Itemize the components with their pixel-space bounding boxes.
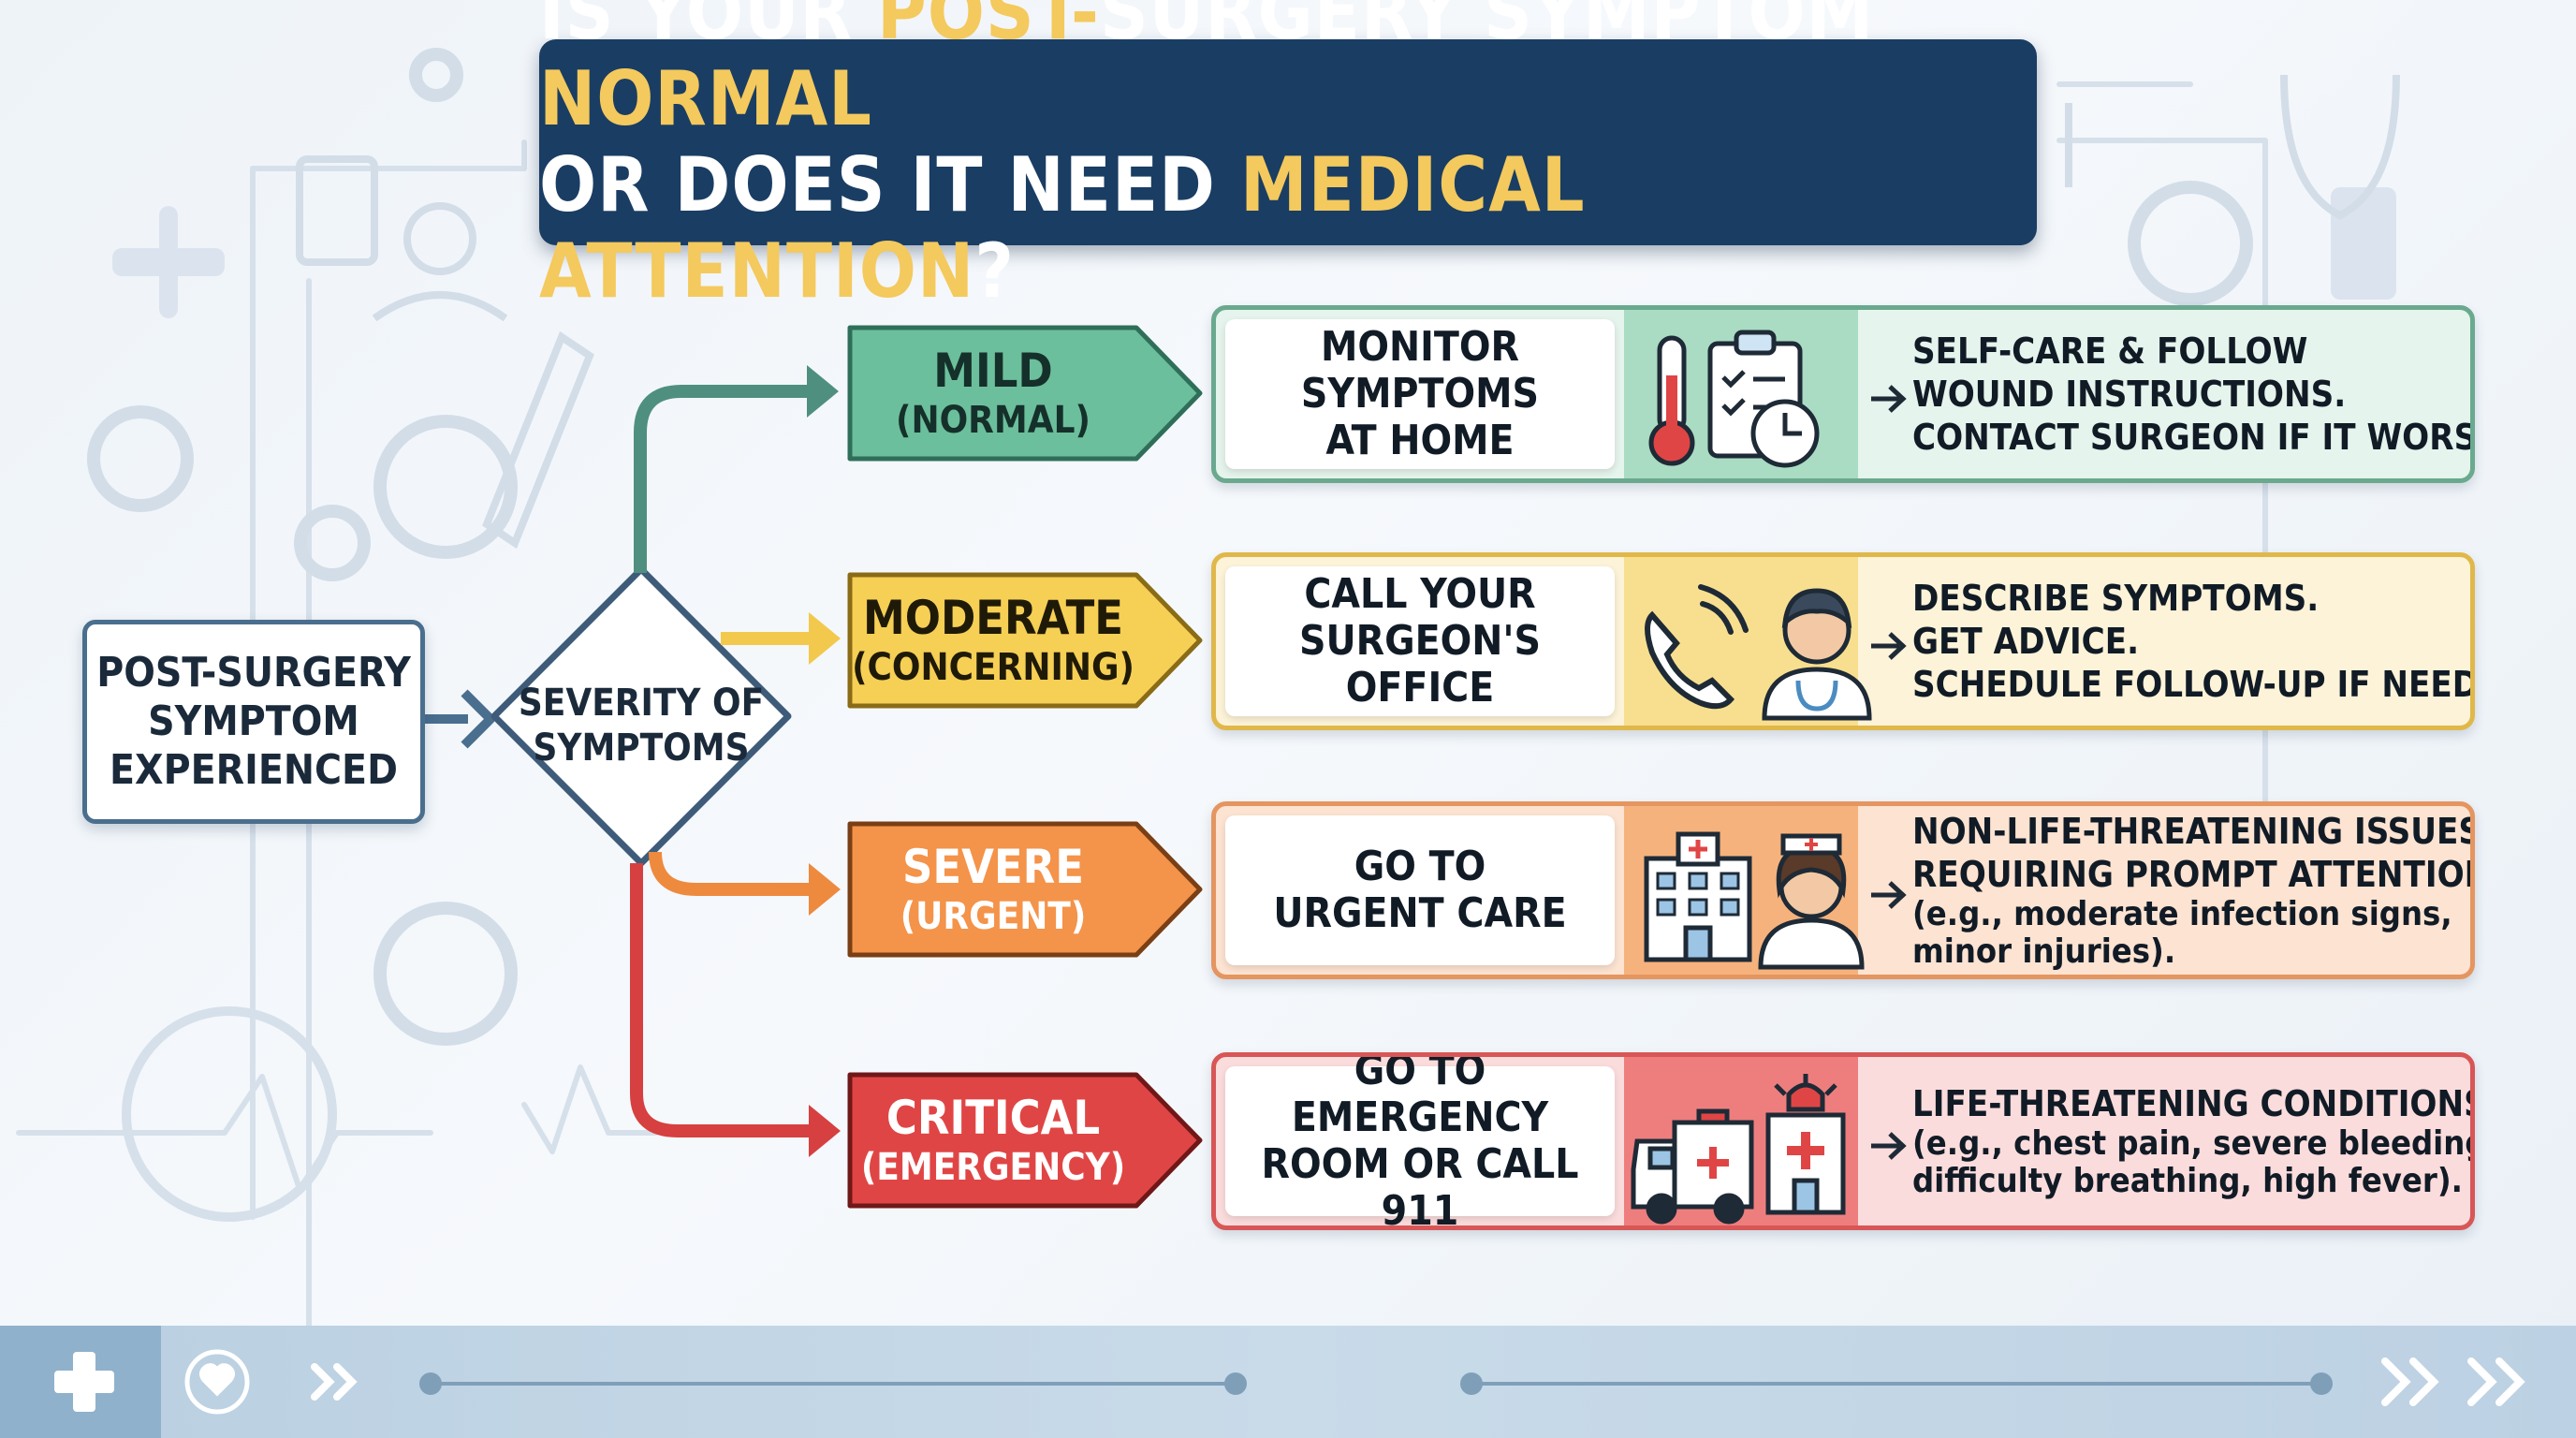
title-highlight: NORMAL [539, 55, 873, 142]
action-row-mild: MONITOR SYMPTOMS AT HOME SELF-CARE & FOL… [1211, 305, 2475, 483]
bottom-bar-icons [54, 1349, 2525, 1415]
arrow-start-to-decision [421, 689, 495, 749]
row-icons-critical [1631, 1074, 1907, 1225]
action-text: AT HOME [1325, 417, 1515, 464]
tag-shape-mild [847, 325, 1203, 462]
tag-shape-critical [847, 1072, 1203, 1209]
branch-arrow-severe [649, 851, 841, 916]
start-text-line: EXPERIENCED [110, 746, 398, 794]
description-line: GET ADVICE. [1912, 621, 2140, 662]
emergency-hospital-icon [1765, 1074, 1846, 1215]
title-line-1: IS YOUR POST-SURGERY SYMPTOM NORMAL [539, 0, 2037, 142]
action-text: EMERGENCY [1291, 1093, 1549, 1141]
title-text: SURGERY SYMPTOM [1099, 0, 1875, 56]
action-text: ROOM OR CALL 911 [1261, 1140, 1579, 1230]
title-line-2: OR DOES IT NEED MEDICAL ATTENTION? [539, 142, 2037, 315]
title-text: IS YOUR [539, 0, 877, 56]
severity-tag-moderate: MODERATE (CONCERNING) [850, 575, 1136, 706]
description-line: WOUND INSTRUCTIONS. [1912, 374, 2347, 415]
severity-label: SEVERE [901, 840, 1085, 894]
action-text: SYMPTOMS [1300, 370, 1540, 418]
decision-text-line: SYMPTOMS [533, 726, 750, 770]
title-banner: IS YOUR POST-SURGERY SYMPTOM NORMAL OR D… [539, 0, 2037, 315]
arrow-right-icon [1871, 632, 1907, 660]
action-box: MONITOR SYMPTOMS AT HOME [1225, 319, 1615, 469]
action-text: GO TO [1354, 1052, 1486, 1094]
severity-label: MILD [933, 344, 1053, 398]
action-text: URGENT CARE [1273, 889, 1567, 937]
description-example: (e.g., moderate infection signs, [1912, 895, 2452, 933]
description-line: SCHEDULE FOLLOW-UP IF NEEDED. [1912, 664, 2470, 705]
row-description: LIFE-THREATENING CONDITIONS (e.g., chest… [1912, 1057, 2475, 1225]
severity-tag-critical: CRITICAL (EMERGENCY) [850, 1075, 1136, 1206]
row-description: DESCRIBE SYMPTOMS. GET ADVICE. SCHEDULE … [1912, 557, 2470, 726]
heart-support-icon [184, 1349, 250, 1415]
severity-sublabel: (EMERGENCY) [860, 1146, 1126, 1189]
action-text: CALL YOUR [1304, 570, 1536, 618]
title-highlight: POST- [876, 0, 1100, 56]
row-description: NON-LIFE-THREATENING ISSUES REQUIRING PR… [1912, 806, 2475, 975]
decision-label: SEVERITY OF SYMPTOMS [505, 655, 777, 796]
doctor-icon [1762, 588, 1872, 721]
severity-sublabel: (CONCERNING) [852, 646, 1134, 689]
row-icons-severe [1644, 831, 1907, 970]
action-row-moderate: CALL YOUR SURGEON'S OFFICE DESCRIBE SYMP… [1211, 552, 2475, 730]
description-line: SELF-CARE & FOLLOW [1912, 330, 2308, 372]
description-line: REQUIRING PROMPT ATTENTION [1912, 854, 2475, 895]
arrow-right-icon [1871, 1132, 1907, 1160]
nurse-icon [1758, 833, 1865, 970]
ambulance-icon [1631, 1108, 1754, 1225]
severity-tag-mild: MILD (NORMAL) [850, 328, 1136, 459]
description-example: (e.g., chest pain, severe bleeding, [1912, 1124, 2475, 1163]
branch-arrow-moderate [721, 612, 841, 665]
severity-tag-severe: SEVERE (URGENT) [850, 824, 1136, 955]
branch-arrow-critical [630, 863, 841, 1157]
branch-arrow-mild [634, 365, 839, 573]
arrow-right-icon [1871, 385, 1907, 413]
action-text: GO TO [1354, 843, 1486, 890]
row-icons-moderate [1645, 584, 1907, 721]
thermometer-icon [1648, 335, 1695, 466]
double-chevron-icon [311, 1357, 2525, 1406]
title-highlight: MEDICAL ATTENTION [539, 141, 1586, 315]
title-text: OR DOES IT NEED [539, 141, 1240, 228]
action-text: SURGEON'S OFFICE [1298, 617, 1542, 712]
start-text-line: SYMPTOM [148, 697, 359, 745]
severity-label: CRITICAL [886, 1091, 1101, 1145]
action-box: GO TO URGENT CARE [1225, 815, 1615, 965]
title-text: ? [974, 227, 1015, 315]
severity-label: MODERATE [862, 591, 1124, 645]
description-line: LIFE-THREATENING CONDITIONS [1912, 1083, 2475, 1124]
row-description: SELF-CARE & FOLLOW WOUND INSTRUCTIONS. C… [1912, 310, 2475, 478]
action-box: CALL YOUR SURGEON'S OFFICE [1225, 566, 1615, 716]
action-box: GO TO EMERGENCY ROOM OR CALL 911 [1225, 1057, 1615, 1225]
arrow-right-icon [1871, 881, 1907, 909]
clock-icon [1750, 399, 1820, 468]
progress-line [419, 1372, 2333, 1395]
decision-text-line: SEVERITY OF [518, 682, 765, 725]
action-row-severe: GO TO URGENT CARE NON-LIFE-THREATENING I… [1211, 801, 2475, 979]
row-icons-mild [1648, 330, 1907, 468]
description-example: difficulty breathing, high fever). [1912, 1162, 2463, 1200]
action-text: MONITOR [1320, 323, 1520, 371]
tag-shape-severe [847, 821, 1203, 958]
plus-icon [54, 1352, 114, 1412]
hospital-icon [1644, 831, 1752, 962]
phone-icon [1645, 584, 1749, 710]
start-node: POST-SURGERY SYMPTOM EXPERIENCED [82, 620, 425, 824]
description-line: NON-LIFE-THREATENING ISSUES [1912, 811, 2475, 852]
start-text-line: POST-SURGERY [96, 649, 411, 697]
description-example: minor injuries). [1912, 932, 2176, 971]
action-row-critical: GO TO EMERGENCY ROOM OR CALL 911 LIFE-TH… [1211, 1052, 2475, 1230]
description-line: DESCRIBE SYMPTOMS. [1912, 578, 2320, 619]
description-line: CONTACT SURGEON IF IT WORSENS. [1912, 417, 2475, 458]
gear-icon [87, 48, 2253, 1046]
severity-sublabel: (NORMAL) [896, 399, 1090, 442]
tag-shape-moderate [847, 572, 1203, 709]
severity-sublabel: (URGENT) [900, 895, 1087, 938]
